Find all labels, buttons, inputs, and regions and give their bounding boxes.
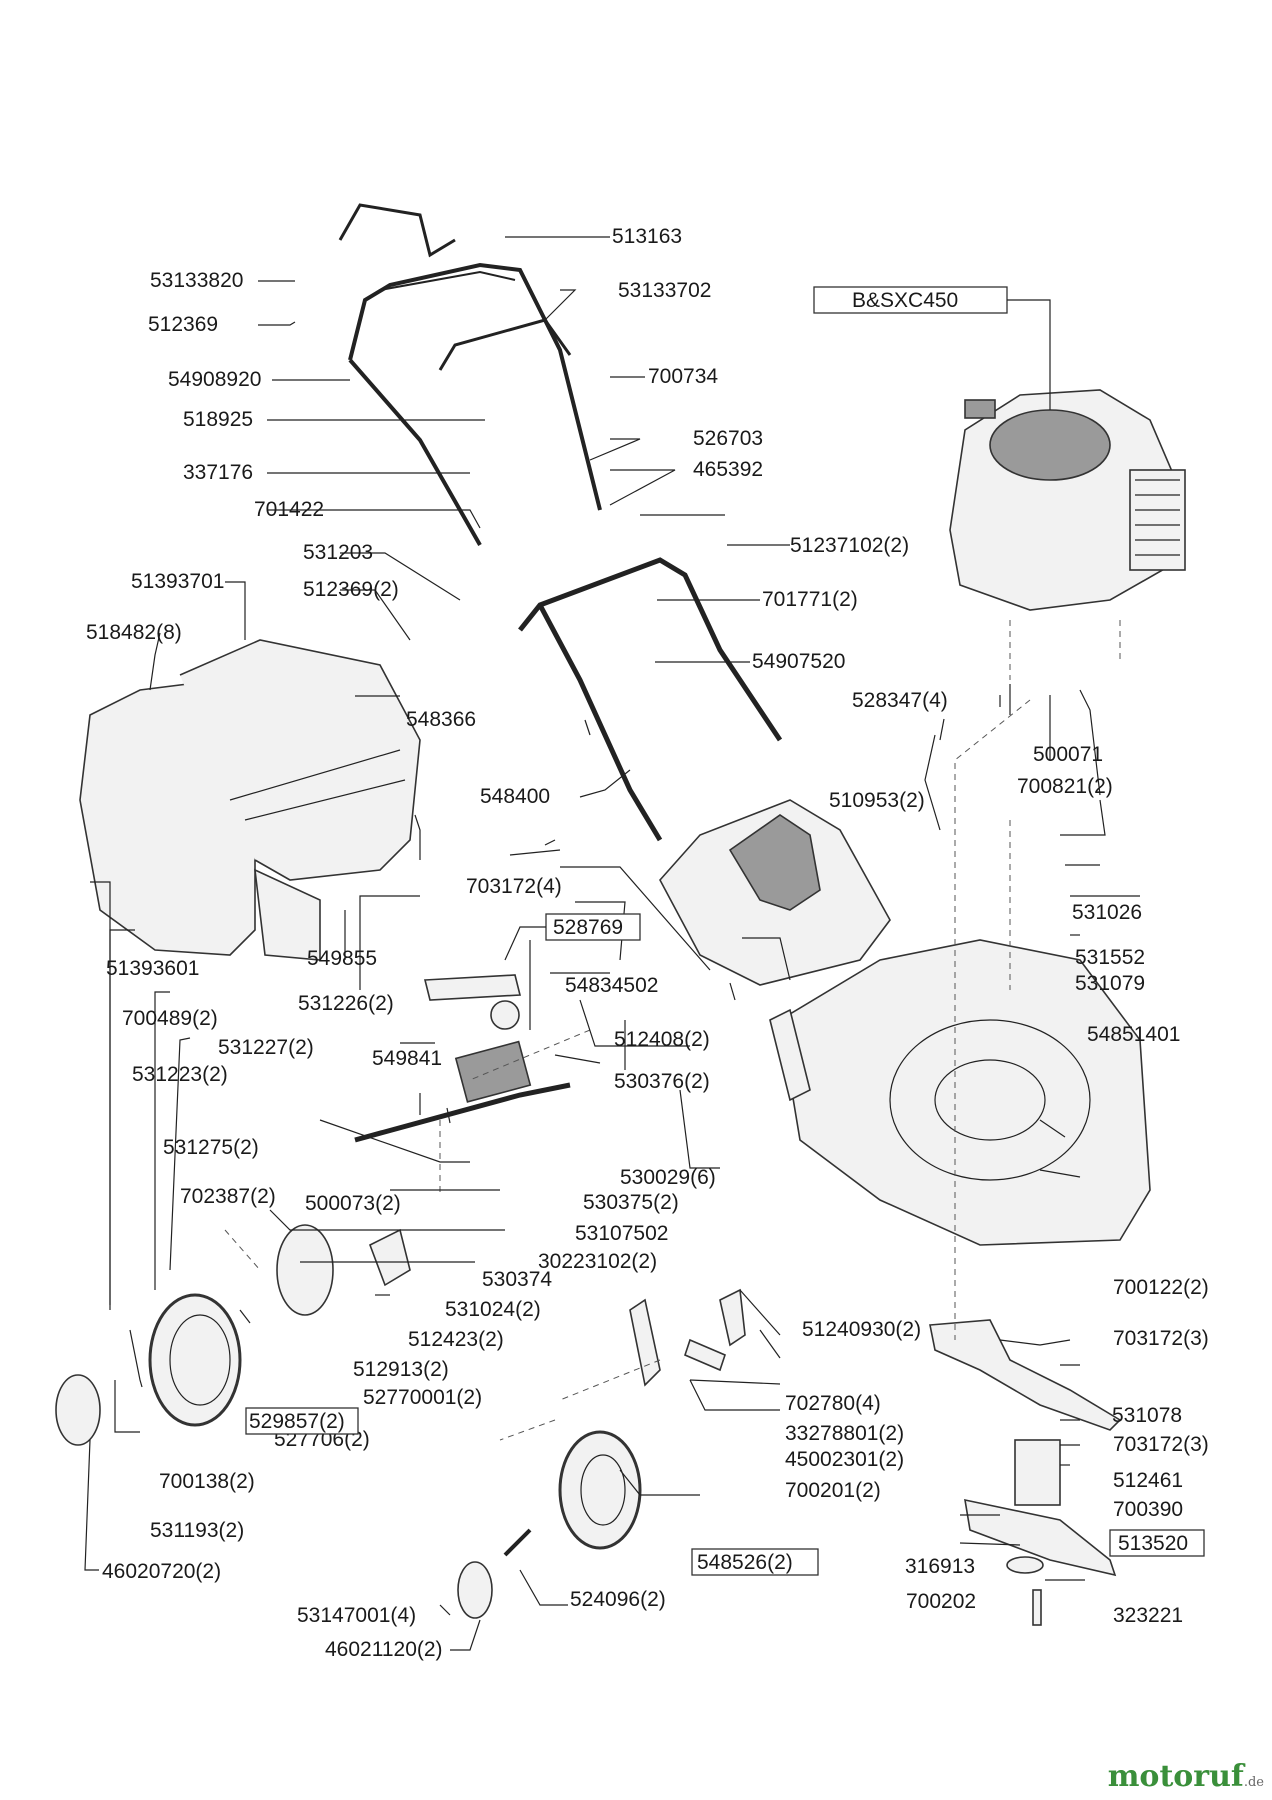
label-530029: 530029(6) <box>620 1166 716 1189</box>
label-524096: 524096(2) <box>570 1588 666 1611</box>
label-531552: 531552 <box>1075 946 1145 969</box>
label-531223: 531223(2) <box>132 1063 228 1086</box>
mower-deck-drawing <box>769 939 1151 1246</box>
label-518925: 518925 <box>183 408 253 431</box>
label-700201: 700201(2) <box>785 1479 881 1502</box>
label-531193: 531193(2) <box>150 1519 244 1542</box>
label-512423: 512423(2) <box>408 1328 504 1351</box>
label-549855: 549855 <box>307 947 377 970</box>
grass-catcher-drawing <box>79 639 421 961</box>
label-700734: 700734 <box>648 365 718 388</box>
label-530374: 530374 <box>482 1268 552 1291</box>
label-512913: 512913(2) <box>353 1358 449 1381</box>
label-703172-4: 703172(4) <box>466 875 562 898</box>
label-548366: 548366 <box>406 708 476 731</box>
label-531026: 531026 <box>1072 901 1142 924</box>
upper-handle <box>338 203 602 546</box>
label-46020720: 46020720(2) <box>102 1560 221 1583</box>
height-adjuster-drawing <box>629 1288 746 1387</box>
label-703172-3b: 703172(3) <box>1113 1433 1209 1456</box>
label-701422: 701422 <box>254 498 324 521</box>
label-529857: 529857(2) <box>249 1410 345 1433</box>
label-531203: 531203 <box>303 541 373 564</box>
label-548400: 548400 <box>480 785 550 808</box>
label-51393601: 51393601 <box>106 957 199 980</box>
label-531275: 531275(2) <box>163 1136 259 1159</box>
label-702387: 702387(2) <box>180 1185 276 1208</box>
label-510953: 510953(2) <box>829 789 925 812</box>
blade-drawing <box>929 1319 1122 1626</box>
label-51393701: 51393701 <box>131 570 224 593</box>
label-500071: 500071 <box>1033 743 1103 766</box>
label-548526: 548526(2) <box>697 1551 793 1574</box>
label-530375: 530375(2) <box>583 1191 679 1214</box>
label-531024: 531024(2) <box>445 1298 541 1321</box>
watermark-tld: .de <box>1243 1775 1264 1790</box>
label-531078: 531078 <box>1112 1404 1182 1427</box>
lower-handle <box>518 557 783 842</box>
label-700821: 700821(2) <box>1017 775 1113 798</box>
label-700138: 700138(2) <box>159 1470 255 1493</box>
label-700390: 700390 <box>1113 1498 1183 1521</box>
label-518482: 518482(8) <box>86 621 182 644</box>
assembly-lines <box>224 620 1121 1441</box>
label-528769: 528769 <box>553 916 623 939</box>
label-531227: 531227(2) <box>218 1036 314 1059</box>
label-512461: 512461 <box>1113 1469 1183 1492</box>
label-512369-2: 512369(2) <box>303 578 399 601</box>
engine-label: B&SXC450 <box>852 289 958 312</box>
label-53147001: 53147001(4) <box>297 1604 416 1627</box>
label-701771: 701771(2) <box>762 588 858 611</box>
label-512369: 512369 <box>148 313 218 336</box>
label-54908920: 54908920 <box>168 368 261 391</box>
label-528347: 528347(4) <box>852 689 948 712</box>
label-700489: 700489(2) <box>122 1007 218 1030</box>
boxed-labels: B&SXC450 528769 529857(2) 548526(2) 5135… <box>245 286 1205 1576</box>
label-54851401: 54851401 <box>1087 1023 1180 1046</box>
label-531079: 531079 <box>1075 972 1145 995</box>
label-549841: 549841 <box>372 1047 442 1070</box>
label-531226: 531226(2) <box>298 992 394 1015</box>
label-513520: 513520 <box>1118 1532 1188 1555</box>
label-700122: 700122(2) <box>1113 1276 1209 1299</box>
label-700202: 700202 <box>906 1590 976 1613</box>
watermark: motoruf.de <box>1108 1759 1264 1794</box>
label-52770001: 52770001(2) <box>363 1386 482 1409</box>
label-33278801: 33278801(2) <box>785 1422 904 1445</box>
label-53133702: 53133702 <box>618 279 711 302</box>
label-46021120: 46021120(2) <box>325 1638 443 1661</box>
label-45002301: 45002301(2) <box>785 1448 904 1471</box>
rear-flap-drawing <box>659 799 891 986</box>
label-53133820: 53133820 <box>150 269 243 292</box>
label-465392: 465392 <box>693 458 763 481</box>
label-703172-3a: 703172(3) <box>1113 1327 1209 1350</box>
label-702780: 702780(4) <box>785 1392 881 1415</box>
label-30223102: 30223102(2) <box>538 1250 657 1273</box>
label-323221: 323221 <box>1113 1604 1183 1627</box>
engine-drawing <box>949 389 1186 611</box>
label-53107502: 53107502 <box>575 1222 668 1245</box>
label-512408: 512408(2) <box>614 1028 710 1051</box>
gearbox-drawing <box>354 1000 571 1143</box>
label-337176: 337176 <box>183 461 253 484</box>
label-500073: 500073(2) <box>305 1192 401 1215</box>
label-51237102: 51237102(2) <box>790 534 909 557</box>
label-54907520: 54907520 <box>752 650 845 673</box>
label-51240930: 51240930(2) <box>802 1318 921 1341</box>
label-526703: 526703 <box>693 427 763 450</box>
leader-lines <box>84 236 1140 1651</box>
label-316913: 316913 <box>905 1555 975 1578</box>
label-54834502: 54834502 <box>565 974 658 997</box>
drive-belt-drawing <box>423 974 522 1001</box>
watermark-brand: motoruf <box>1107 1759 1244 1794</box>
label-513163: 513163 <box>612 225 682 248</box>
rear-wheel-drawing <box>55 1224 411 1446</box>
front-wheel-drawing <box>457 1430 642 1619</box>
part-labels: 513163 53133820 53133702 512369 54908920… <box>86 225 1209 1661</box>
label-530376: 530376(2) <box>614 1070 710 1093</box>
